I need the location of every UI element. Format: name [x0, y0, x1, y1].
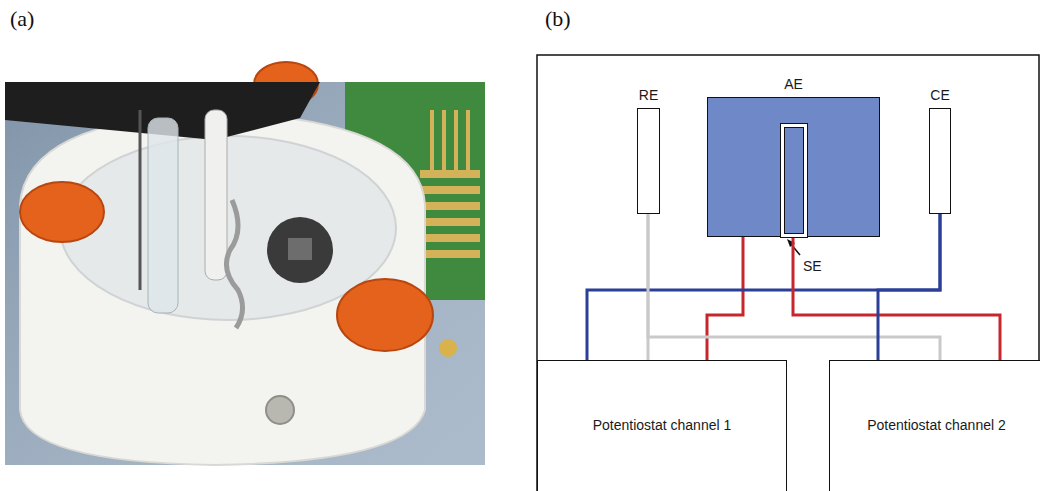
electrode-box: RE: [637, 108, 660, 214]
potentiostat-box: Potentiostat channel 1: [537, 360, 787, 491]
electrode-label: CE: [930, 87, 949, 103]
sense-electrode: SE: [780, 123, 808, 238]
photo-ground: [5, 82, 485, 465]
header-pins: [420, 110, 480, 258]
wire-electrode: [139, 110, 142, 290]
panel-label: (b): [545, 6, 571, 32]
chip-die: [288, 238, 312, 260]
sensor-chip: [267, 217, 333, 283]
glass-electrode: [148, 118, 178, 313]
wire: [707, 237, 743, 360]
electrode-label: SE: [803, 258, 822, 274]
reference-electrode: [205, 110, 227, 280]
potentiostat-box: Potentiostat channel 2: [829, 360, 1040, 491]
box-label: Potentiostat channel 1: [538, 361, 786, 433]
electrode-label: RE: [639, 87, 658, 103]
cell-photo: [5, 62, 485, 465]
electrode-label: AE: [784, 76, 803, 92]
brass-screw: [439, 339, 457, 357]
orange-knob: [20, 182, 104, 242]
wire: [793, 238, 1000, 360]
cell-well: [60, 136, 396, 320]
electrode-box: AESE: [707, 97, 880, 237]
orange-knob: [337, 279, 433, 351]
cell-hole: [266, 396, 294, 424]
panel-label: (a): [10, 6, 34, 32]
electrode-box: CE: [929, 108, 951, 214]
wire: [878, 214, 940, 360]
coiled-wire: [226, 200, 242, 328]
photo-shade: [5, 82, 485, 465]
box-label: Potentiostat channel 2: [830, 361, 1040, 433]
